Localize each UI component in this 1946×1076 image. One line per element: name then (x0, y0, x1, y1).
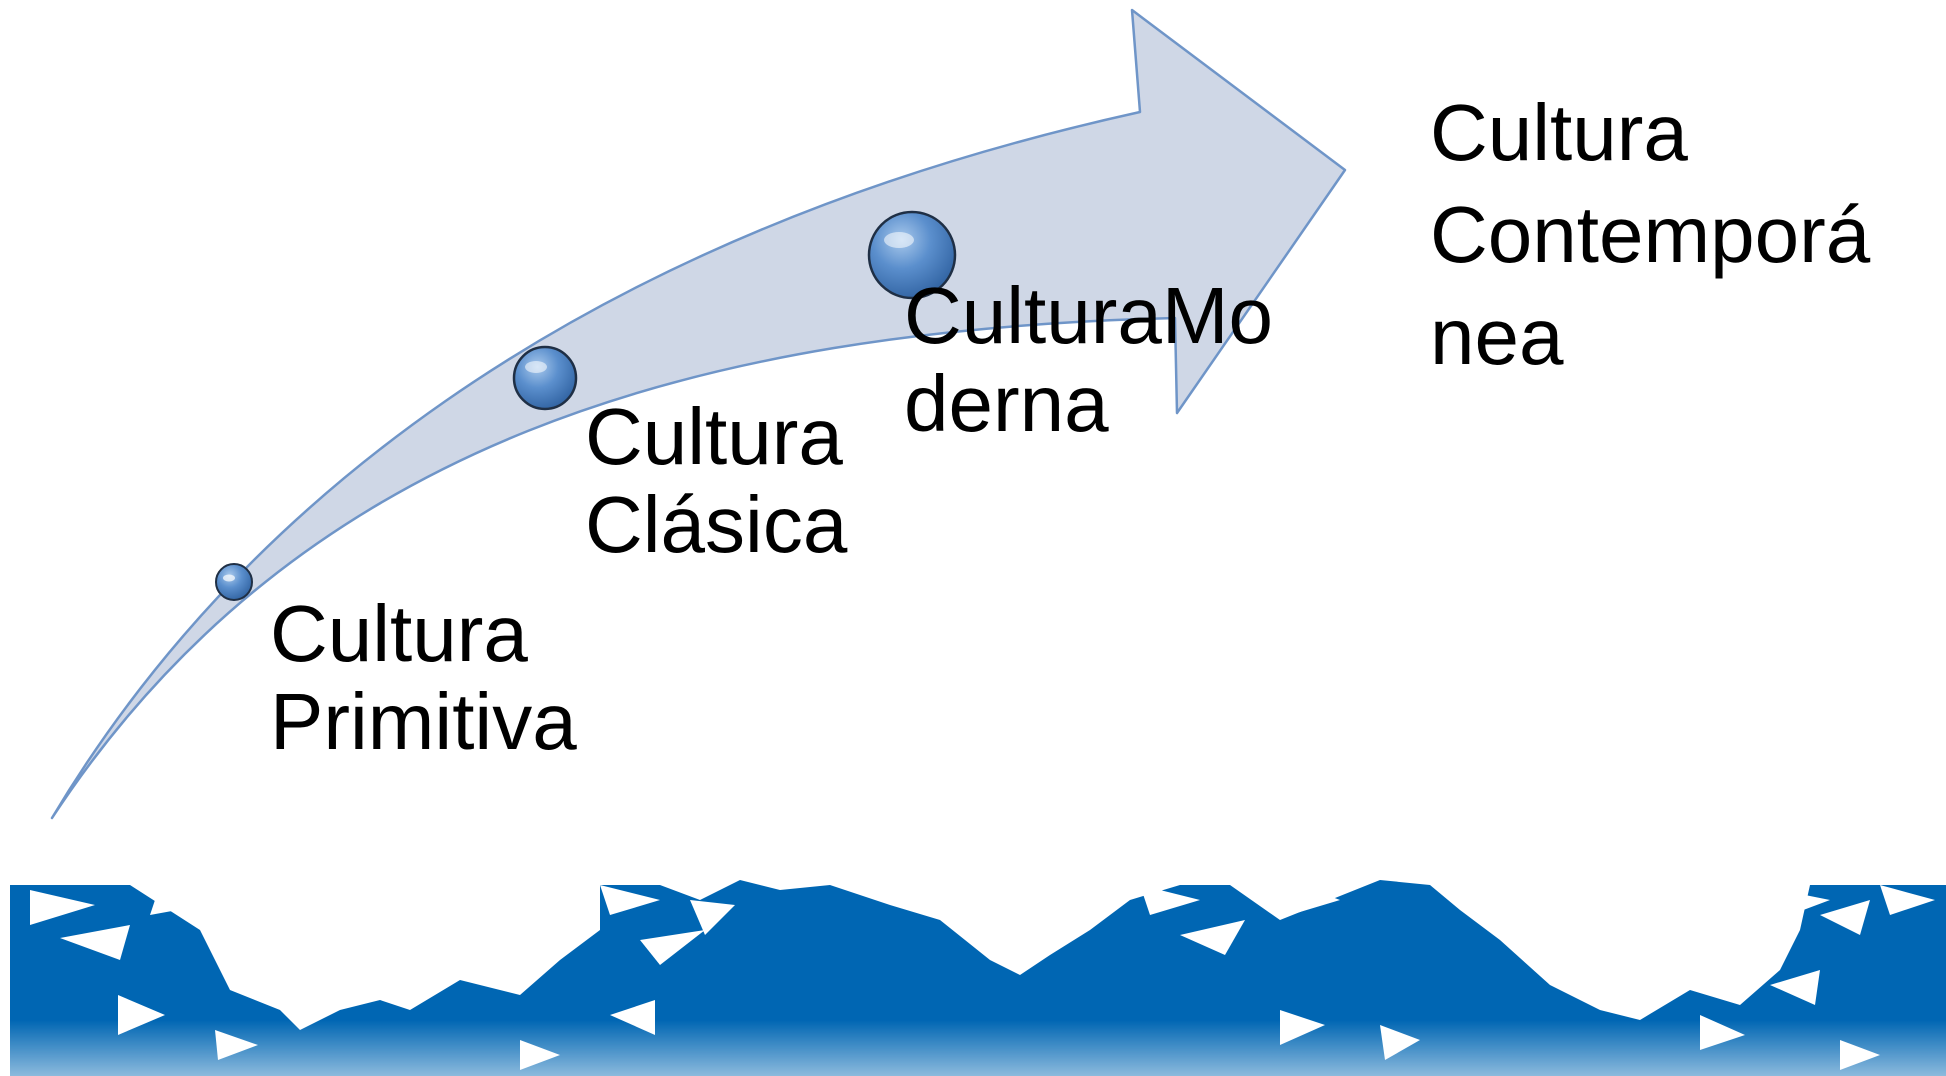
curved-arrow (50, 8, 1347, 820)
stage-label-contemporanea: Cultura Contemporá nea (1430, 82, 1870, 388)
stage-label-line: CulturaMo (904, 271, 1274, 360)
stage-label-line: Primitiva (270, 677, 577, 766)
stage-label-line: Cultura (585, 392, 843, 481)
decorative-banner (10, 880, 1946, 1076)
stage-marker-moderna (867, 210, 957, 300)
stage-label-primitiva: Cultura Primitiva (270, 590, 577, 766)
stage-label-line: derna (904, 359, 1109, 448)
stage-label-moderna: CulturaMo derna (904, 272, 1273, 448)
stage-label-line: Cultura (270, 589, 528, 678)
stage-label-line: Cultura (1430, 88, 1688, 177)
stage-marker-primitiva (215, 563, 253, 601)
stage-label-clasica: Cultura Clásica (585, 393, 847, 569)
stage-label-line: nea (1430, 292, 1564, 381)
stage-marker-clasica (512, 345, 578, 411)
stage-label-line: Contemporá (1430, 190, 1871, 279)
stage-label-line: Clásica (585, 480, 848, 569)
